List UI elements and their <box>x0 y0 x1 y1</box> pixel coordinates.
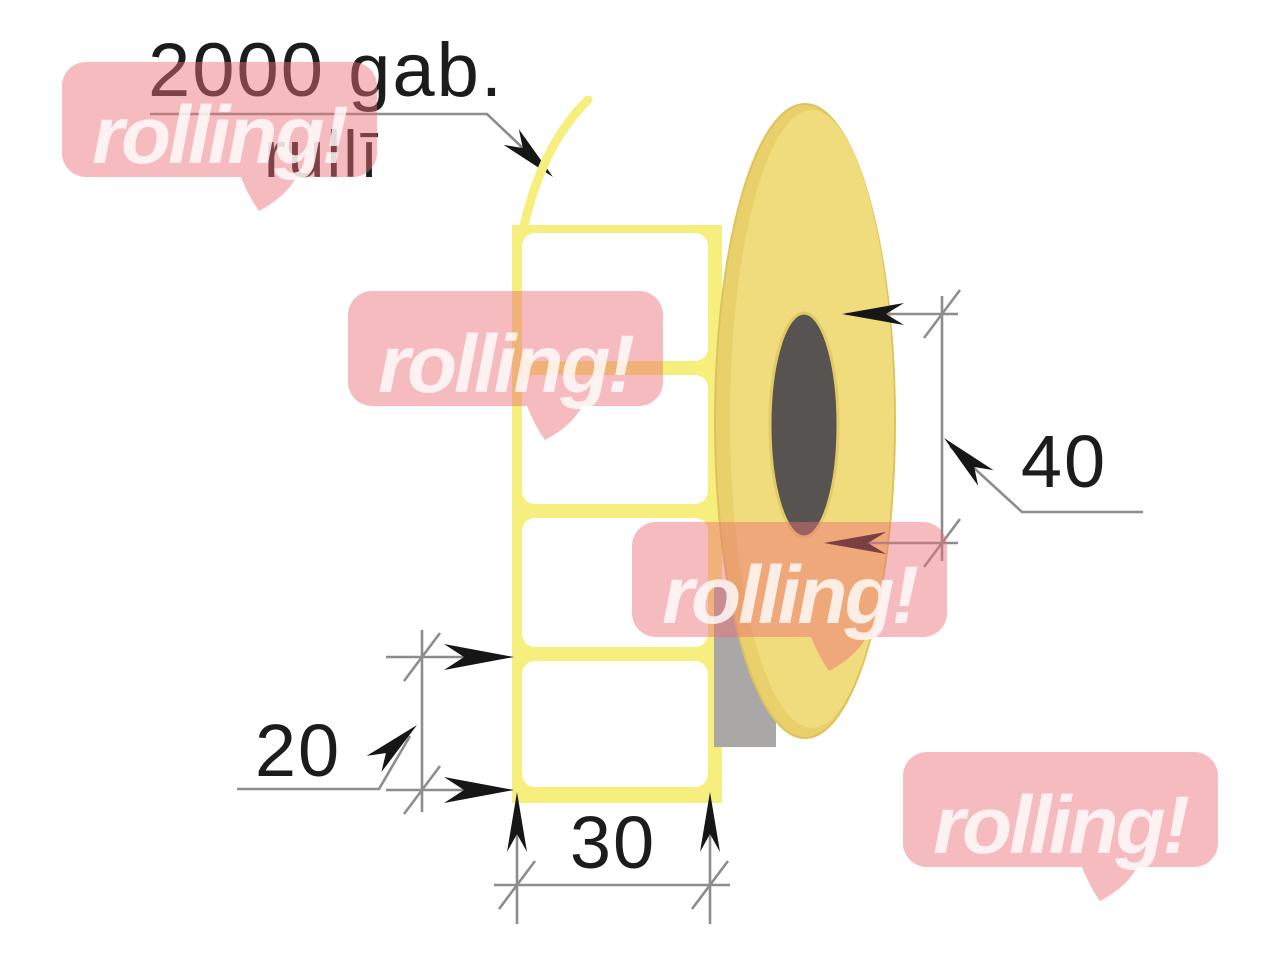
dimension-label-width: 30 <box>494 792 730 924</box>
dim30-value: 30 <box>570 801 656 884</box>
watermark-text: rolling! <box>92 90 348 181</box>
dim40-value: 40 <box>1021 420 1107 503</box>
label-blank <box>522 518 708 647</box>
label-roll <box>714 103 896 747</box>
dim40-tick-bottom <box>922 518 962 568</box>
dim30-tick-right <box>690 860 730 910</box>
dimension-label-height: 20 <box>237 630 514 815</box>
quantity-note-line2: rullī <box>264 117 380 191</box>
dim30-arrow-right-icon <box>700 792 720 852</box>
watermark-bubble-mid-left: rolling! <box>348 291 663 440</box>
speech-bubble-icon <box>62 62 377 211</box>
quantity-note: 2000 gab. rullī <box>148 28 553 191</box>
speech-bubble-icon <box>632 522 947 671</box>
dim40-arrow-bottom-icon <box>824 532 886 554</box>
dim40-tick-top <box>922 289 962 339</box>
quantity-note-line1: 2000 gab. <box>148 28 504 113</box>
dim20-tick-top <box>402 632 442 682</box>
watermark-text: rolling! <box>933 780 1189 871</box>
dim20-arrow-bottom-icon <box>444 777 514 803</box>
speech-bubble-icon <box>348 291 663 440</box>
dim30-arrow-left-icon <box>507 792 527 852</box>
roll-core-hole <box>768 311 840 539</box>
watermark-bubble-center: rolling! <box>632 522 947 671</box>
watermark-bubble-top-left: rolling! <box>62 62 377 211</box>
dim20-value: 20 <box>255 709 341 792</box>
dim40-leader-arrow-icon <box>944 438 994 486</box>
label-blank <box>522 233 708 361</box>
dim20-tick-bottom <box>402 765 442 815</box>
label-strip <box>512 95 722 803</box>
dim30-tick-left <box>497 860 537 910</box>
watermark-bubble-bottom-right: rolling! <box>903 752 1218 901</box>
speech-bubble-icon <box>903 752 1218 901</box>
dim40-arrow-top-icon <box>842 303 904 325</box>
dim20-leader-arrow-icon <box>366 725 417 773</box>
dimension-core-diameter: 40 <box>824 289 1143 568</box>
dim20-leader-line <box>237 735 412 791</box>
watermark-text: rolling! <box>662 550 918 641</box>
label-blank <box>522 661 708 787</box>
dim20-arrow-top-icon <box>444 644 514 670</box>
watermark-text: rolling! <box>378 319 634 410</box>
label-blank <box>522 375 708 504</box>
